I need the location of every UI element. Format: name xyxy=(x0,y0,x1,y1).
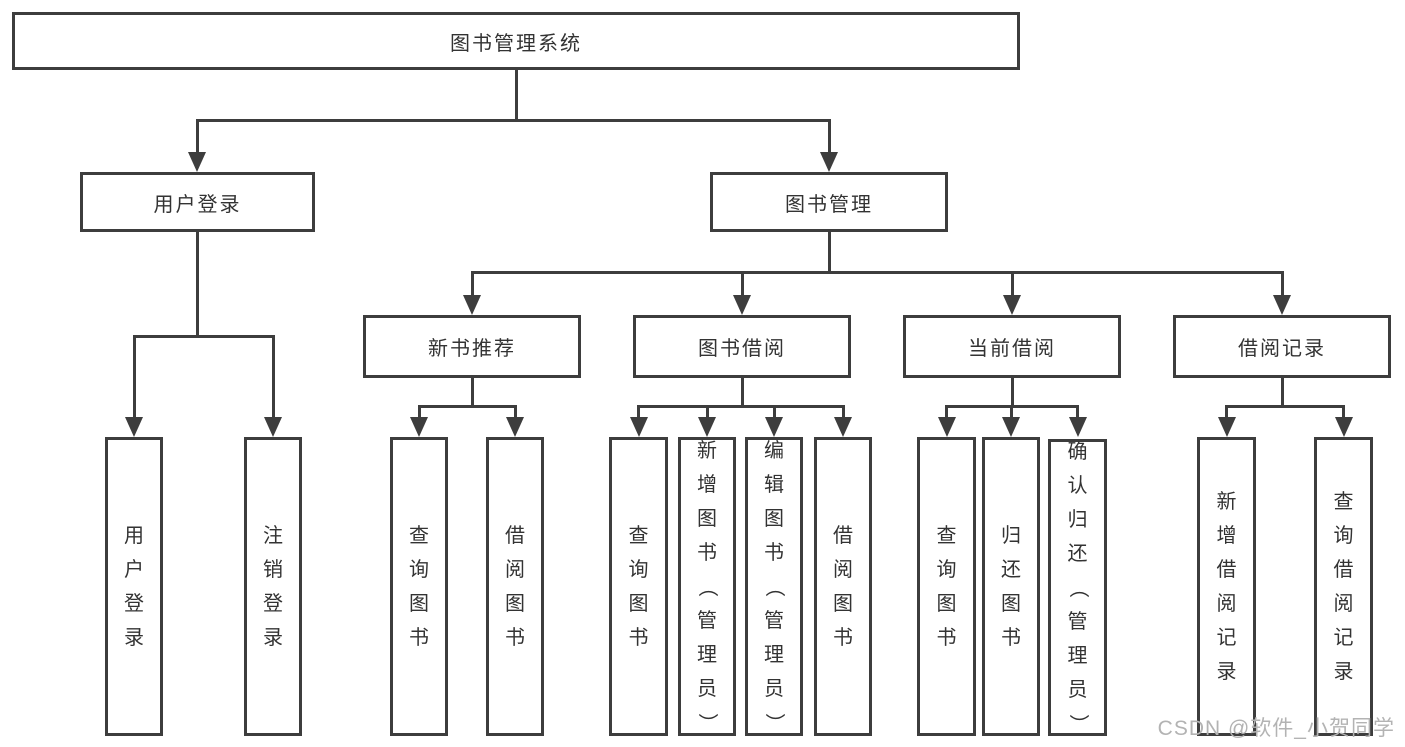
arrowhead-icon xyxy=(1334,417,1353,437)
node-section-current-borrow: 当前借阅 xyxy=(903,315,1121,378)
arrowhead-icon xyxy=(1217,417,1236,437)
connector-book-borrow-bus xyxy=(636,404,845,408)
connector-line xyxy=(841,406,845,419)
connector-line xyxy=(827,232,831,272)
arrowhead-icon xyxy=(410,417,428,437)
node-leaf-return-book: 归还图书 xyxy=(982,437,1040,736)
arrowhead-icon xyxy=(1003,295,1021,315)
node-leaf-query-book-3: 查询图书 xyxy=(917,437,976,736)
connector-line xyxy=(1225,406,1228,419)
node-leaf-edit-book-admin: 编辑图书（管理员） xyxy=(745,437,803,736)
node-leaf-add-borrow-record: 新增借阅记录 xyxy=(1197,437,1256,736)
node-leaf-query-book-2: 查询图书 xyxy=(609,437,668,736)
connector-line xyxy=(470,272,474,296)
connector-line xyxy=(740,272,744,296)
connector-line xyxy=(772,406,776,419)
connector-line xyxy=(945,406,948,419)
connector-line xyxy=(417,406,421,419)
arrowhead-icon xyxy=(765,417,783,437)
connector-line xyxy=(740,378,744,406)
connector-line xyxy=(470,378,474,406)
connector-level2-bus xyxy=(195,118,831,122)
node-section-book-borrow: 图书借阅 xyxy=(633,315,851,378)
arrowhead-icon xyxy=(820,152,838,172)
connector-line xyxy=(195,232,199,336)
node-leaf-query-borrow-record: 查询借阅记录 xyxy=(1314,437,1373,736)
arrowhead-icon xyxy=(937,417,956,437)
connector-line xyxy=(1342,406,1345,419)
arrowhead-icon xyxy=(264,417,282,437)
arrowhead-icon xyxy=(629,417,648,437)
connector-borrow-record-bus xyxy=(1224,404,1345,408)
arrowhead-icon xyxy=(1273,295,1291,315)
connector-line xyxy=(1280,272,1284,296)
node-user-login: 用户登录 xyxy=(80,172,315,232)
arrowhead-icon xyxy=(733,295,751,315)
node-section-new-book: 新书推荐 xyxy=(363,315,581,378)
arrowhead-icon xyxy=(506,417,524,437)
connector-line xyxy=(1280,378,1284,406)
arrowhead-icon xyxy=(125,417,143,437)
connector-line xyxy=(195,120,199,153)
node-leaf-borrow-book-1: 借阅图书 xyxy=(486,437,544,736)
connector-line xyxy=(271,336,275,418)
connector-line xyxy=(513,406,517,419)
node-leaf-query-book-1: 查询图书 xyxy=(390,437,448,736)
node-leaf-confirm-return-admin: 确认归还（管理员） xyxy=(1048,439,1107,736)
connector-line xyxy=(1009,406,1013,419)
connector-line xyxy=(705,406,709,419)
connector-root-stem xyxy=(514,70,518,120)
node-leaf-logout: 注销登录 xyxy=(244,437,302,736)
arrowhead-icon xyxy=(1002,417,1020,437)
node-section-borrow-record: 借阅记录 xyxy=(1173,315,1391,378)
connector-line xyxy=(637,406,640,419)
connector-user-login-bus xyxy=(132,334,275,338)
arrowhead-icon xyxy=(834,417,852,437)
connector-line xyxy=(1010,272,1014,296)
node-leaf-add-book-admin: 新增图书（管理员） xyxy=(678,437,736,736)
node-book-mgmt: 图书管理 xyxy=(710,172,948,232)
connector-line xyxy=(1010,378,1014,406)
arrowhead-icon xyxy=(463,295,481,315)
arrowhead-icon xyxy=(1068,417,1087,437)
watermark: CSDN @软件_小贺同学 xyxy=(1157,717,1395,740)
arrowhead-icon xyxy=(698,417,716,437)
connector-line xyxy=(827,120,831,153)
connector-new-book-bus xyxy=(417,404,517,408)
node-leaf-borrow-book-2: 借阅图书 xyxy=(814,437,872,736)
connector-line xyxy=(132,336,136,418)
arrowhead-icon xyxy=(188,152,206,172)
node-leaf-user-login: 用户登录 xyxy=(105,437,163,736)
connector-sections-bus xyxy=(470,270,1284,274)
connector-line xyxy=(1076,406,1079,419)
node-root: 图书管理系统 xyxy=(12,12,1020,70)
